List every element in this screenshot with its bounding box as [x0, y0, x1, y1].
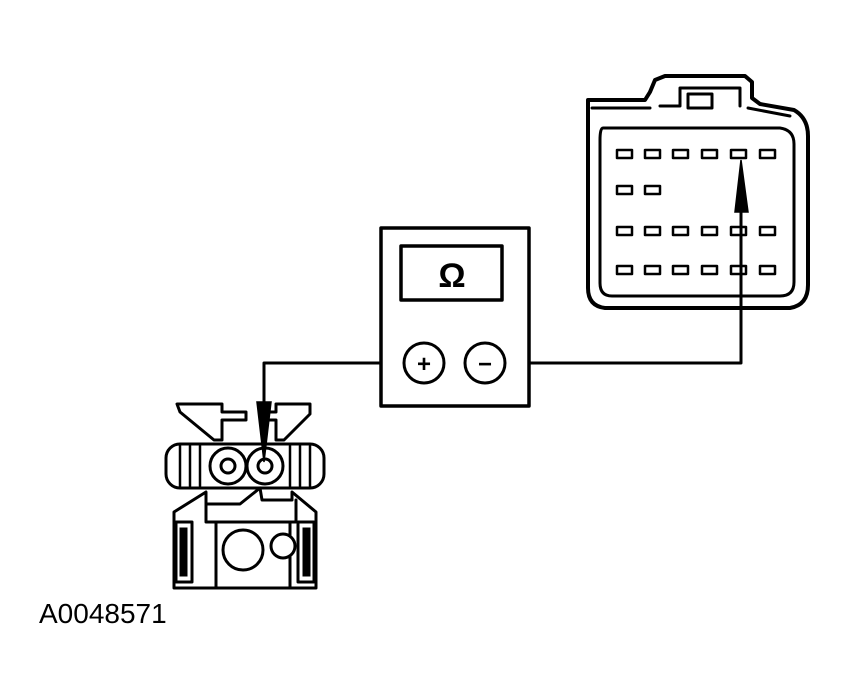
wire-negative-lead: [502, 208, 743, 365]
pin-cavity: [615, 225, 634, 237]
pin-row-1: [615, 148, 777, 160]
module-connector-shoulder: [590, 106, 792, 118]
pin-cavity: [615, 264, 634, 276]
sensor-body-small-boss: [269, 532, 297, 560]
pin-row-4: [615, 264, 777, 276]
pin-cavity: [643, 184, 662, 196]
pin-cavity: [643, 148, 662, 160]
pin-cavity: [615, 148, 634, 160]
pin-cavity: [729, 225, 748, 237]
pin-cavity: [671, 264, 690, 276]
ohmmeter: Ω + −: [379, 226, 531, 408]
pin-cavity: [729, 148, 748, 160]
sensor-connector: [164, 402, 326, 590]
module-connector-outer-shell: [586, 74, 810, 310]
figure-id: A0048571: [39, 598, 167, 629]
pin-cavity: [758, 264, 777, 276]
pin-cavity: [700, 264, 719, 276]
probe-arrow-sensor: [256, 401, 272, 463]
negative-terminal: [463, 341, 507, 385]
pin-row-2: [615, 184, 662, 196]
sensor-terminal-pin-right: [256, 457, 274, 475]
pin-cavity: [758, 148, 777, 160]
module-connector: [586, 74, 810, 310]
pin-cavity: [643, 264, 662, 276]
pin-row-3: [615, 225, 777, 237]
sensor-connector-ribs: [178, 444, 312, 488]
meter-display: [399, 244, 504, 302]
positive-terminal-label: +: [417, 351, 431, 378]
pin-cavity: [729, 264, 748, 276]
pin-cavity: [700, 148, 719, 160]
pin-cavity: [615, 184, 634, 196]
sensor-connector-left-wing: [175, 402, 248, 442]
pin-cavity: [643, 225, 662, 237]
pin-cavity: [671, 225, 690, 237]
meter-display-symbol: Ω: [438, 257, 465, 295]
module-connector-latch: [658, 86, 742, 110]
wire-positive-lead: [262, 361, 404, 407]
module-connector-inner-outline: [598, 126, 796, 298]
pin-cavity: [700, 225, 719, 237]
sensor-body-large-boss: [221, 528, 265, 572]
sensor-terminal-pin-left: [219, 457, 237, 475]
negative-terminal-label: −: [478, 351, 492, 378]
pin-cavity: [671, 148, 690, 160]
positive-terminal: [402, 341, 446, 385]
sensor-connector-left-clip-inner: [179, 527, 188, 577]
probe-arrow-module: [734, 159, 749, 213]
sensor-connector-right-clip-inner: [302, 527, 311, 577]
pin-cavity: [758, 225, 777, 237]
